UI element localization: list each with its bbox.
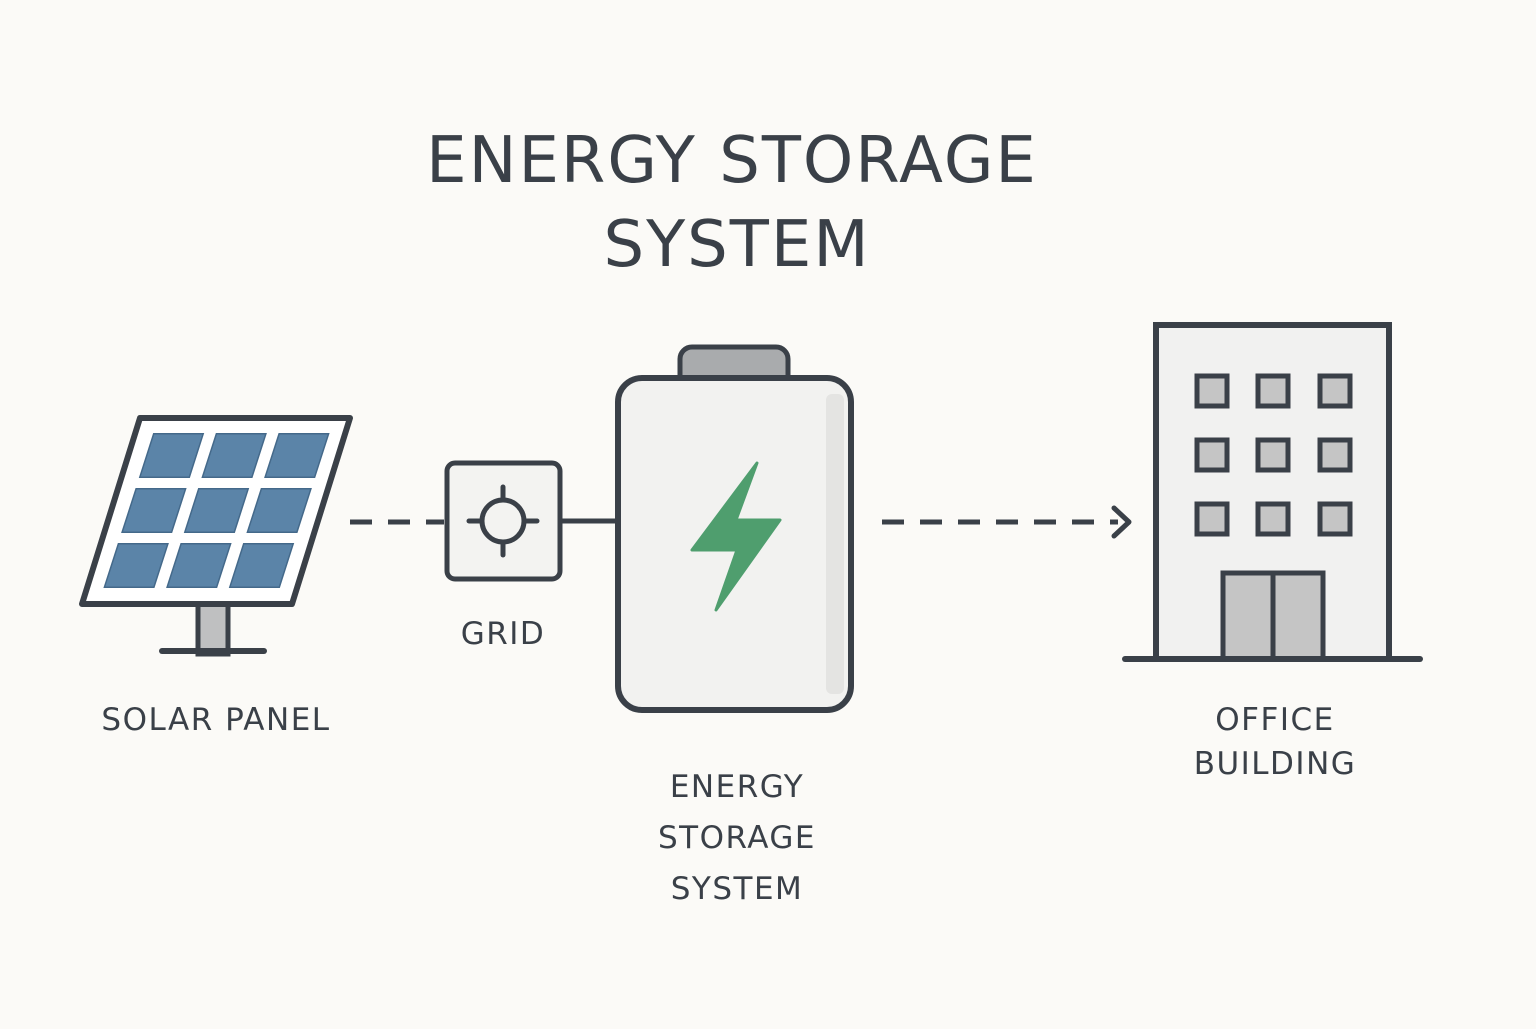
arrowhead-icon — [1111, 505, 1132, 539]
diagram-title-line1: ENERGY STORAGE — [426, 124, 1038, 198]
solar-cell — [166, 543, 232, 588]
solar-cell — [103, 543, 169, 588]
solar-cell — [138, 433, 205, 478]
solar-cell — [246, 488, 312, 533]
building-window — [1317, 437, 1353, 473]
building-window — [1317, 501, 1353, 537]
office-label-line2: BUILDING — [1194, 746, 1357, 782]
diagram-title-line2: SYSTEM — [603, 208, 870, 282]
solar-panel-label: SOLAR PANEL — [101, 702, 330, 738]
solar-cell — [228, 543, 295, 588]
solar-cell — [264, 433, 330, 478]
building-window — [1194, 501, 1230, 537]
battery-shade — [826, 394, 844, 694]
office-building-icon — [1122, 322, 1423, 662]
solar-cell — [121, 488, 187, 533]
building-window — [1255, 373, 1291, 409]
building-windows — [1194, 373, 1353, 537]
solar-panel-icon — [79, 415, 353, 657]
building-window — [1194, 373, 1230, 409]
grid-crosshair-icon — [444, 460, 563, 582]
solar-panel-cells — [103, 433, 330, 588]
building-window — [1194, 437, 1230, 473]
grid-label: GRID — [461, 616, 546, 652]
storage-label-line1: ENERGY — [670, 769, 804, 805]
grid-box — [444, 460, 563, 582]
building-window — [1255, 437, 1291, 473]
solar-panel-stand — [195, 601, 231, 657]
battery-icon — [615, 344, 854, 713]
building-window — [1317, 373, 1353, 409]
office-label-line1: OFFICE — [1215, 702, 1334, 738]
solar-cell — [201, 433, 267, 478]
lightning-bolt-icon — [690, 461, 782, 612]
storage-label-line2: STORAGE — [658, 820, 816, 856]
solar-cell — [183, 488, 250, 533]
storage-label-line3: SYSTEM — [671, 871, 804, 907]
building-window — [1255, 501, 1291, 537]
